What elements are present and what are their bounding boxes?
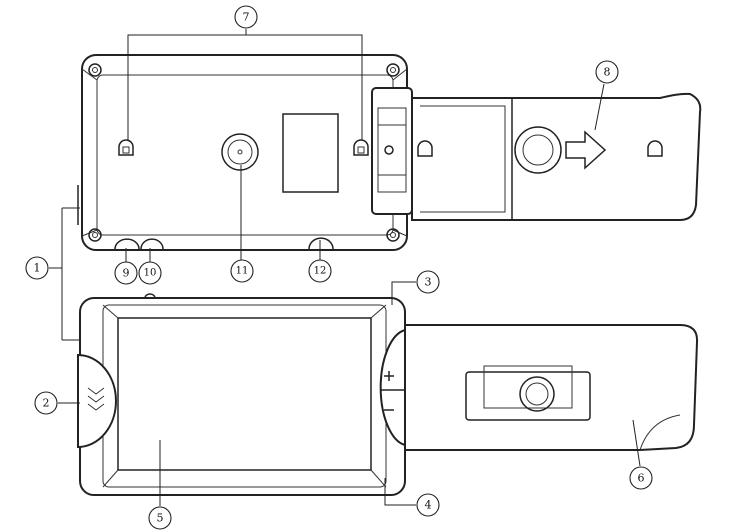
callout-11: 11 [230, 259, 254, 283]
screw-icon [88, 63, 102, 77]
svg-text:8: 8 [604, 66, 611, 79]
callout-12: 12 [308, 259, 332, 283]
callout-4: 4 [416, 493, 440, 517]
menu-button-left[interactable] [77, 353, 117, 449]
svg-text:3: 3 [425, 276, 432, 289]
svg-text:9: 9 [123, 267, 130, 280]
latch-tab [417, 140, 433, 157]
handle-clip [465, 365, 591, 421]
screw-icon [88, 228, 102, 242]
svg-text:7: 7 [243, 11, 250, 24]
screw-icon [386, 228, 400, 242]
camera-lens [221, 133, 259, 171]
bottom-bumps [114, 237, 334, 250]
arrow-right-icon [565, 130, 607, 170]
handle-bottom-folded [404, 324, 699, 451]
display-screen [117, 317, 372, 471]
back-view-device [77, 54, 408, 251]
callout-3: 3 [416, 270, 440, 294]
latch-tab-left [118, 139, 134, 156]
callout-10: 10 [138, 261, 162, 285]
chevron-down-icon [87, 387, 105, 411]
callout-2: 2 [34, 391, 58, 415]
svg-text:6: 6 [638, 472, 645, 485]
svg-text:1: 1 [34, 262, 41, 275]
zoom-buttons-right[interactable] [379, 328, 406, 447]
latch-tab [647, 140, 663, 157]
svg-text:10: 10 [144, 268, 157, 279]
hinge [371, 87, 413, 215]
handle-top-extended [411, 92, 702, 221]
callout-8: 8 [595, 60, 619, 84]
callout-7: 7 [234, 5, 258, 29]
plus-icon[interactable] [384, 371, 394, 381]
handle-lens [514, 126, 562, 174]
svg-text:12: 12 [314, 266, 327, 277]
svg-text:2: 2 [43, 397, 50, 410]
callout-9: 9 [114, 261, 138, 285]
callout-6: 6 [629, 466, 653, 490]
label-area [282, 113, 339, 193]
latch-tab-right [353, 139, 369, 156]
svg-text:11: 11 [236, 266, 249, 277]
leader-lines [49, 29, 641, 506]
svg-text:4: 4 [425, 499, 432, 512]
callout-5: 5 [148, 506, 172, 530]
screw-icon [386, 63, 400, 77]
front-view-device [77, 293, 406, 496]
svg-text:5: 5 [157, 512, 164, 525]
callout-1: 1 [25, 256, 49, 280]
